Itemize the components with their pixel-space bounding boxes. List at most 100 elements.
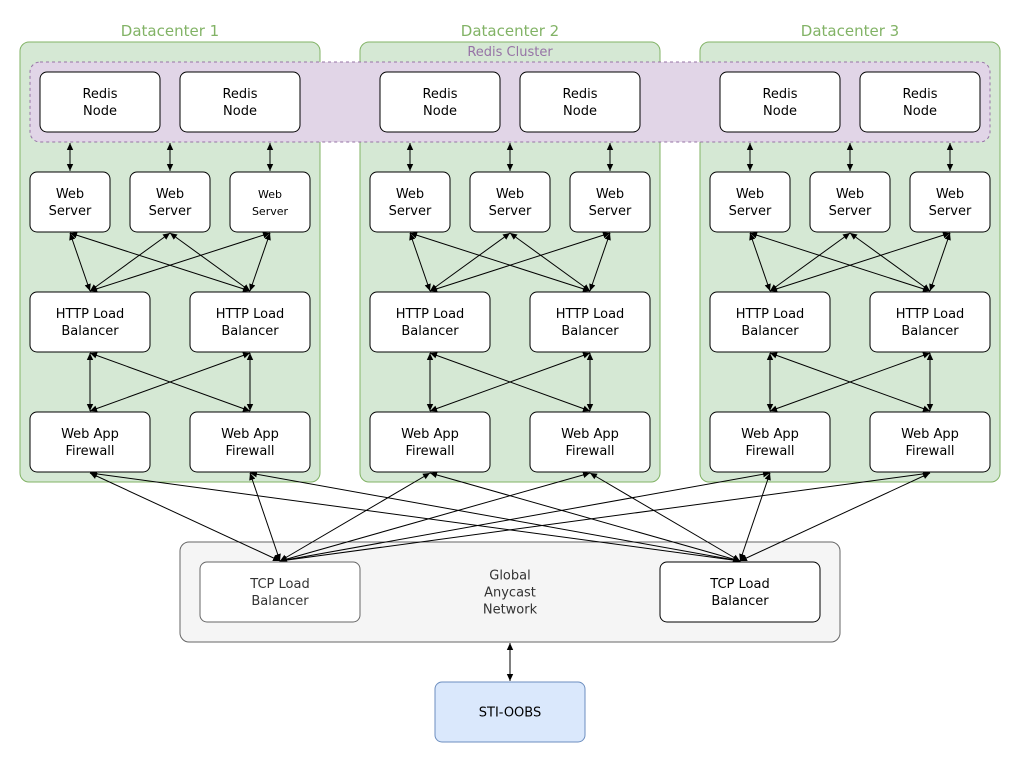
redis-cluster-box: [29, 61, 991, 143]
dc3-web-lb-link-3-2: [929, 232, 951, 292]
dc3-web-app-firewall-2-box: [869, 411, 991, 473]
datacenter-3-title: Datacenter 3: [801, 22, 899, 40]
dc2-web-server-2-box: [469, 171, 551, 233]
dc2-http-load-balancer-1-box: [369, 291, 491, 353]
dc3-redis-node-1-box: [719, 71, 841, 133]
dc2-web-server-3-box: [569, 171, 651, 233]
dc2-redis-node-1-box: [379, 71, 501, 133]
connections: [66, 143, 954, 681]
dc1-http-load-balancer-1-box: [29, 291, 151, 353]
dc3-redis-node-2-box: [859, 71, 981, 133]
dc2-web-server-1-box: [369, 171, 451, 233]
dc2-web-app-firewall-2-box: [529, 411, 651, 473]
dc1-web-lb-link-3-2: [249, 232, 271, 292]
dc1-lb-waf-link-2-1: [89, 352, 251, 412]
dc1-http-load-balancer-2-box: [189, 291, 311, 353]
dc1-web-server-1-box: [29, 171, 111, 233]
dc2-lb-waf-link-2-1: [429, 352, 591, 412]
dc1-redis-node-1-box: [39, 71, 161, 133]
dc1-web-app-firewall-1-box: [29, 411, 151, 473]
dc1-web-app-firewall-2-box: [189, 411, 311, 473]
dc2-web-lb-link-3-2: [589, 232, 611, 292]
tcp-load-balancer-right-box: [659, 561, 821, 623]
sti-oobs-box: [434, 681, 586, 743]
redis-cluster-title: Redis Cluster: [467, 45, 553, 60]
dc1-web-server-3-box: [229, 171, 311, 233]
dc3-web-app-firewall-1-box: [709, 411, 831, 473]
dc3-waf-tcp-link-2-2: [739, 472, 931, 562]
dc2-web-lb-link-3-1: [429, 232, 611, 292]
datacenter-1-title: Datacenter 1: [121, 22, 219, 40]
dc3-web-server-2-box: [809, 171, 891, 233]
dc3-lb-waf-link-2-1: [769, 352, 931, 412]
dc2-redis-node-2-box: [519, 71, 641, 133]
dc3-web-server-1-box: [709, 171, 791, 233]
dc2-web-app-firewall-1-box: [369, 411, 491, 473]
dc1-web-lb-link-3-1: [89, 232, 271, 292]
dc1-redis-node-2-box: [179, 71, 301, 133]
sti-oobs-label: STI-OOBS: [479, 706, 542, 721]
tcp-load-balancer-left-box: [199, 561, 361, 623]
dc3-http-load-balancer-1-box: [709, 291, 831, 353]
dc2-http-load-balancer-2-box: [529, 291, 651, 353]
sti-oobs: STI-OOBS: [434, 681, 586, 743]
dc3-http-load-balancer-2-box: [869, 291, 991, 353]
dc3-web-lb-link-3-1: [769, 232, 951, 292]
